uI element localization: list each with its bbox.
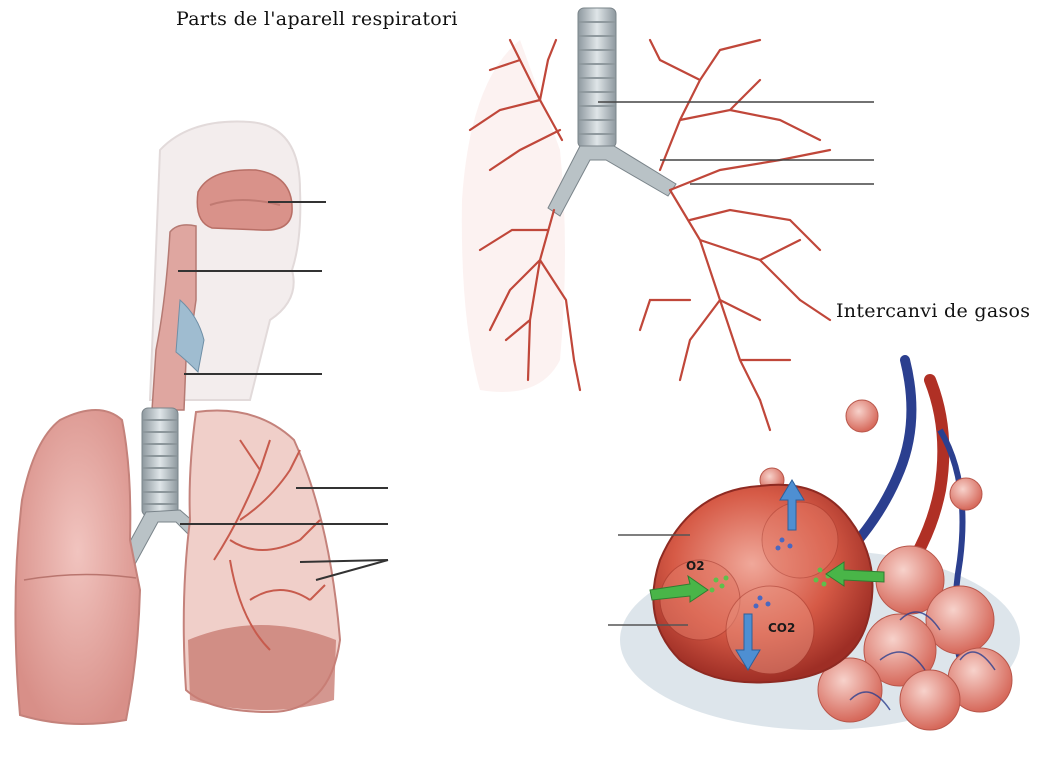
oxygen-label: O2 [686,559,705,573]
alveoli-illustration: O2 CO2 [620,360,1020,730]
left-lung [15,410,140,724]
primary-bronchi-top [548,146,676,216]
respiratory-system-illustration [15,122,340,724]
diaphragm-surface [188,625,336,710]
alveolar-sac [846,400,878,432]
trachea [142,408,178,516]
carbon-dioxide-label: CO2 [768,621,795,635]
bronchial-tree-illustration [462,8,830,430]
